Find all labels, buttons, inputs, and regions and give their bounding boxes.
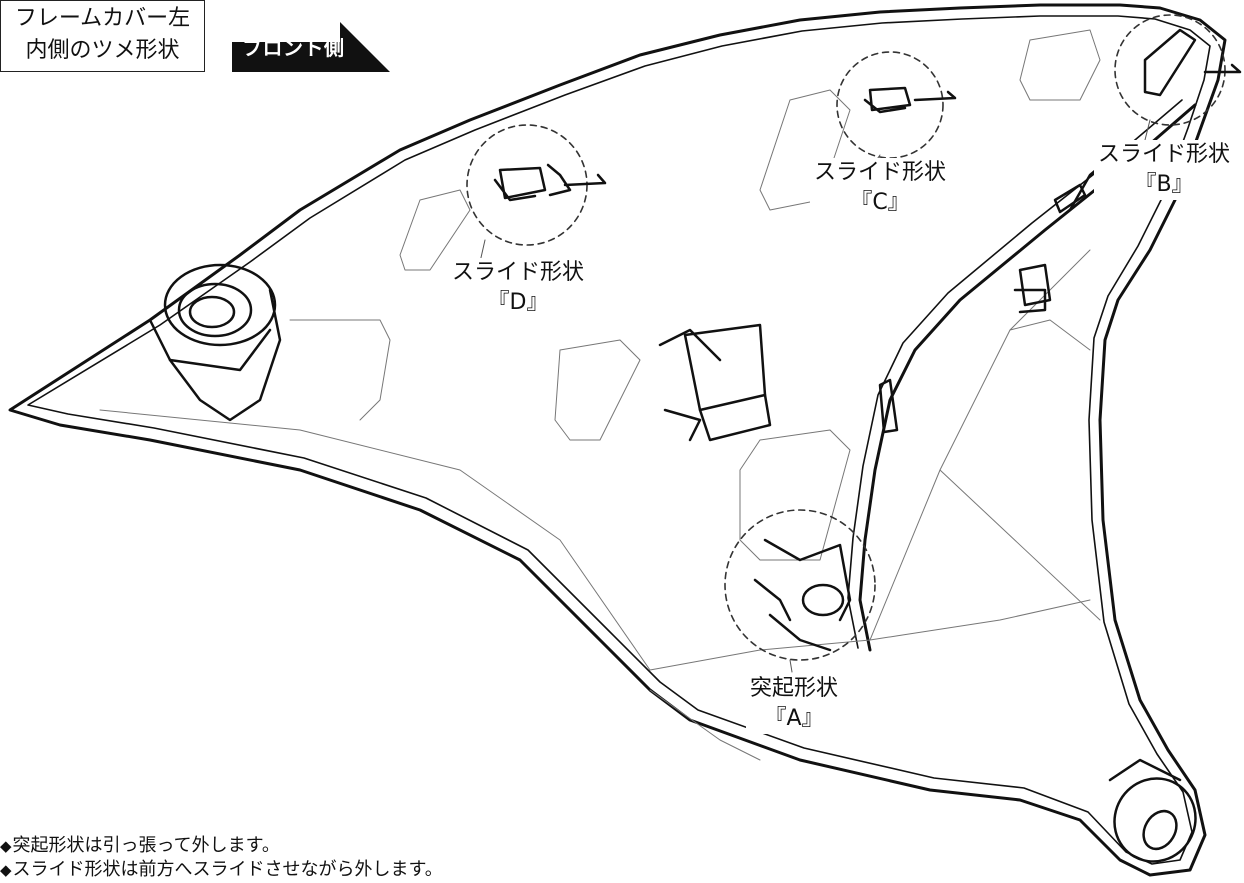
cover-outline-inner xyxy=(27,15,1211,865)
note-line-1: ◆突起形状は引っ張って外します。 xyxy=(0,834,280,858)
center-clip xyxy=(658,323,772,442)
side-clip xyxy=(878,183,1087,434)
callout-b-shape: スライド形状 xyxy=(1098,142,1231,167)
callout-label-b: スライド形状 『B』 xyxy=(1094,140,1235,200)
note-1-text: 突起形状は引っ張って外します。 xyxy=(12,835,280,856)
diamond-bullet-icon: ◆ xyxy=(0,861,12,879)
callout-c-letter: 『C』 xyxy=(850,190,910,215)
callout-c-shape: スライド形状 xyxy=(814,160,947,185)
callout-circles xyxy=(466,14,1226,661)
callout-label-a: 突起形状 『A』 xyxy=(746,674,843,734)
callout-label-d: スライド形状 『D』 xyxy=(448,258,589,318)
callout-b-letter: 『B』 xyxy=(1134,172,1194,197)
title-line-1: フレームカバー左 xyxy=(14,6,191,31)
note-2-text: スライド形状は前方へスライドさせながら外します。 xyxy=(12,859,443,880)
title-box: フレームカバー左 内側のツメ形状 xyxy=(0,0,205,72)
title-line-2: 内側のツメ形状 xyxy=(25,38,180,63)
front-arrow-icon xyxy=(232,22,390,72)
front-tag-label: フロント側 xyxy=(242,36,345,60)
note-line-2: ◆スライド形状は前方へスライドさせながら外します。 xyxy=(0,858,443,882)
cover-outline-outer xyxy=(8,3,1227,877)
callout-d-shape: スライド形状 xyxy=(452,260,585,285)
callout-label-c: スライド形状 『C』 xyxy=(810,158,951,218)
callout-a-shape: 突起形状 xyxy=(750,676,839,701)
mount-boss-bottom xyxy=(1108,758,1197,863)
inner-rib xyxy=(858,103,1197,652)
callout-d-letter: 『D』 xyxy=(487,290,549,315)
mount-boss xyxy=(148,263,282,422)
diamond-bullet-icon: ◆ xyxy=(0,837,12,855)
front-direction-tag: フロント側 xyxy=(232,22,392,74)
clip-details xyxy=(493,28,1242,652)
callout-a-letter: 『A』 xyxy=(764,706,824,731)
